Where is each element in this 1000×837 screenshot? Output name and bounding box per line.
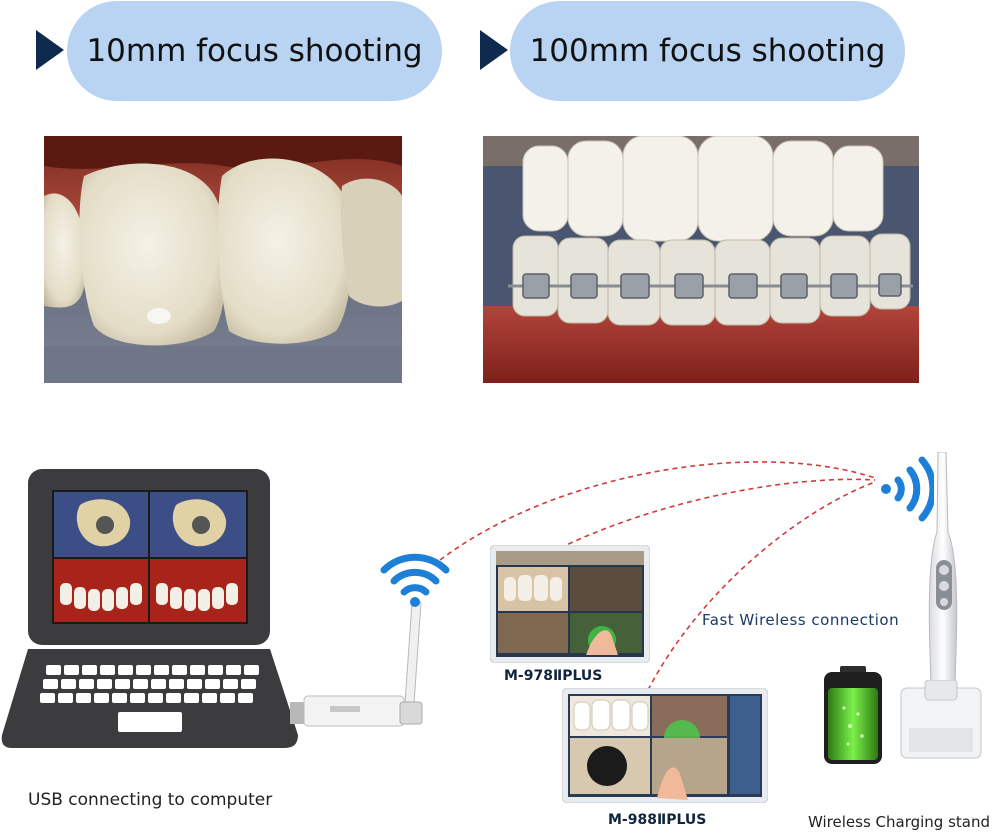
wireless-connection-caption: Fast Wireless connection (702, 611, 900, 629)
laptop-illustration (0, 465, 300, 755)
focus-10mm-text: 10mm focus shooting (86, 33, 423, 69)
monitor-m978 (489, 544, 651, 664)
wifi-icon (378, 548, 452, 608)
triangle-right-icon (36, 30, 64, 70)
charging-stand-caption: Wireless Charging stand (808, 813, 991, 831)
closeup-teeth-photo (44, 136, 402, 383)
focus-100mm-label: 100mm focus shooting (510, 1, 905, 101)
monitor-m988 (561, 687, 769, 804)
wifi-icon (872, 452, 937, 526)
focus-10mm-label: 10mm focus shooting (67, 1, 442, 101)
battery-icon (820, 666, 886, 766)
usb-caption: USB connecting to computer (28, 790, 273, 810)
focus-100mm-text: 100mm focus shooting (529, 33, 886, 69)
model-m988-label: M-988ⅡPLUS (608, 812, 707, 828)
triangle-right-icon (480, 30, 508, 70)
charging-stand (895, 679, 987, 762)
usb-wifi-dongle (290, 590, 430, 730)
model-m978-label: M-978ⅡPLUS (504, 668, 603, 684)
braces-teeth-photo (483, 136, 919, 383)
